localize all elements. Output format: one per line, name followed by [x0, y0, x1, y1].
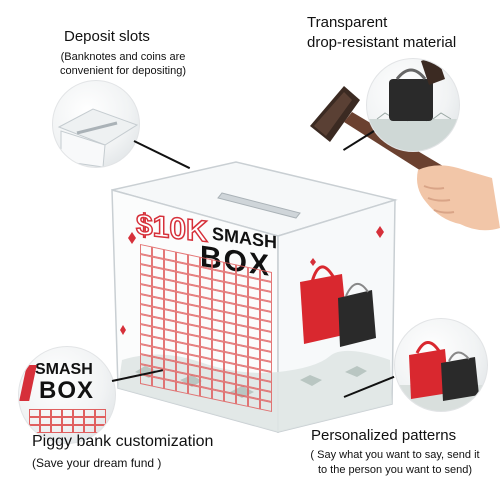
- patterns-callout-title: Personalized patterns: [311, 427, 457, 444]
- grid-cell: [73, 409, 84, 417]
- grid-cell: [62, 425, 73, 433]
- transparent-callout-title-2: drop-resistant material: [307, 34, 457, 51]
- grid-cell: [95, 409, 106, 417]
- piggy-customization-inset: SMASH BOX: [18, 346, 116, 444]
- hand: [417, 165, 500, 231]
- red-bag: [300, 274, 348, 344]
- deposit-slot: [217, 192, 301, 219]
- inset-savings-grid: [29, 409, 106, 433]
- grid-cell: [51, 417, 62, 425]
- patterns-callout-sub-2: to the person you want to send): [317, 464, 473, 476]
- grid-cell: [84, 409, 95, 417]
- grid-cell: [95, 425, 106, 433]
- deposit-callout-title: Deposit slots: [64, 28, 150, 45]
- grid-row: [29, 417, 106, 425]
- grid-cell: [40, 409, 51, 417]
- grid-cell: [73, 425, 84, 433]
- transparent-callout-title-1: Transparent: [307, 14, 388, 31]
- savings-grid: [140, 243, 272, 413]
- grid-row: [29, 409, 106, 417]
- piggy-callout-title: Piggy bank customization: [32, 433, 214, 450]
- piggy-callout-sub: (Save your dream fund ): [32, 456, 162, 470]
- drop-resistant-inset: [366, 58, 460, 152]
- grid-cell: [29, 417, 40, 425]
- patterns-callout-sub-1: ( Say what you want to say, send it: [310, 449, 480, 461]
- deposit-slot-inset: [52, 80, 140, 168]
- grid-cell: [29, 409, 40, 417]
- grid-cell: [29, 425, 40, 433]
- grid-cell: [51, 409, 62, 417]
- grid-cell: [51, 425, 62, 433]
- deposit-callout-sub-2: convenient for depositing): [60, 65, 186, 77]
- grid-cell: [84, 425, 95, 433]
- inset-print-word1: SMASH: [35, 361, 93, 378]
- grid-cell: [62, 417, 73, 425]
- grid-cell: [62, 409, 73, 417]
- black-bag: [338, 290, 376, 347]
- cash-pile: [118, 350, 392, 432]
- inset-print-word2: BOX: [39, 377, 95, 404]
- grid-cell: [95, 417, 106, 425]
- grid-cell: [84, 417, 95, 425]
- grid-cell: [73, 417, 84, 425]
- grid-cell: [40, 417, 51, 425]
- grid-row: [29, 425, 106, 433]
- grid-cell: [40, 425, 51, 433]
- patterns-inset: [394, 318, 488, 412]
- deposit-callout-sub-1: (Banknotes and coins are: [60, 51, 186, 63]
